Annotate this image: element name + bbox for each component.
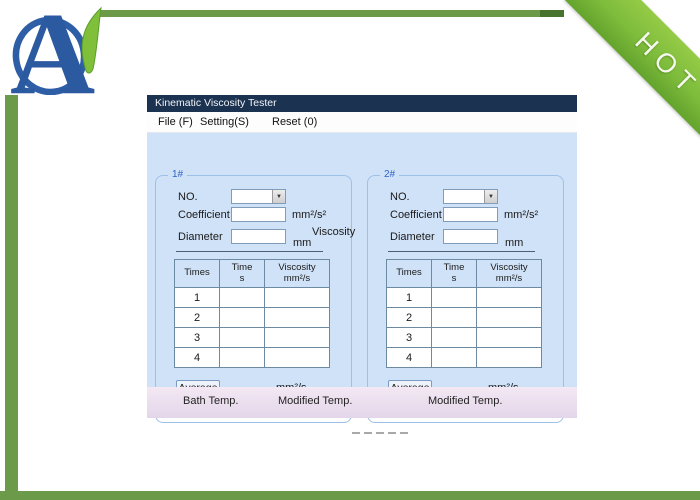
hot-ribbon: HOT: [564, 0, 700, 163]
top-accent-bar: [100, 10, 558, 17]
diameter-input-1[interactable]: [231, 229, 286, 244]
diameter-unit-2: mm: [505, 237, 524, 249]
cell-times: 2: [174, 307, 220, 328]
table-row: 2: [174, 307, 330, 328]
cell-time-s: [431, 327, 477, 348]
app-window: Kinematic Viscosity Tester File (F) Sett…: [147, 95, 577, 423]
menu-setting[interactable]: Setting(S): [200, 116, 249, 128]
panel-1: 1# NO. ▼ Coefficient mm²/s² Diameter mm …: [155, 169, 356, 423]
diameter-input-2[interactable]: [443, 229, 498, 244]
cell-viscosity: [476, 287, 542, 308]
temperature-footer-strip: Bath Temp. Modified Temp. Modified Temp.: [147, 387, 577, 418]
modified-temp-label-2: Modified Temp.: [428, 395, 503, 407]
menu-file[interactable]: File (F): [158, 116, 193, 128]
diameter-label-1: Diameter: [178, 231, 223, 243]
cell-viscosity: [476, 327, 542, 348]
cell-times: 4: [174, 347, 220, 368]
panel-2: 2# NO. ▼ Coefficient mm²/s² Diameter mm …: [367, 169, 564, 423]
menu-bar: File (F) Setting(S) Reset (0): [147, 112, 577, 133]
left-accent-bar: [5, 95, 18, 500]
coefficient-label-2: Coefficient: [390, 209, 442, 221]
separator-line-2: [388, 251, 535, 252]
client-area: 1# NO. ▼ Coefficient mm²/s² Diameter mm …: [147, 133, 577, 423]
cell-viscosity: [476, 307, 542, 328]
cell-time-s: [431, 347, 477, 368]
cell-times: 4: [386, 347, 432, 368]
cell-viscosity: [264, 287, 330, 308]
cell-times: 1: [386, 287, 432, 308]
cell-viscosity: [264, 327, 330, 348]
table-row: 2: [386, 307, 542, 328]
cell-time-s: [431, 287, 477, 308]
coefficient-unit-1: mm²/s²: [292, 209, 327, 221]
cell-times: 3: [174, 327, 220, 348]
cell-time-s: [219, 327, 265, 348]
diameter-label-2: Diameter: [390, 231, 435, 243]
cell-time-s: [219, 347, 265, 368]
coefficient-unit-2: mm²/s²: [504, 209, 539, 221]
table-row: 3: [386, 327, 542, 348]
table-row: 1: [386, 287, 542, 308]
no-label-2: NO.: [390, 191, 410, 203]
cell-viscosity: [264, 347, 330, 368]
logo-leaf-swoosh: [81, 6, 102, 74]
brand-logo: A: [10, 0, 105, 119]
hot-ribbon-label: HOT: [629, 25, 700, 103]
panel-1-group-label: 1#: [168, 169, 188, 180]
no-combobox-2[interactable]: ▼: [443, 189, 498, 204]
bottom-accent-bar: [0, 491, 700, 500]
header-times: Times: [386, 259, 432, 288]
coefficient-label-1: Coefficient: [178, 209, 230, 221]
modified-temp-label-1: Modified Temp.: [278, 395, 353, 407]
window-titlebar: Kinematic Viscosity Tester: [147, 95, 577, 112]
coefficient-input-2[interactable]: [443, 207, 498, 222]
cell-viscosity: [476, 347, 542, 368]
cell-times: 3: [386, 327, 432, 348]
cell-times: 1: [174, 287, 220, 308]
panel-2-group-label: 2#: [380, 169, 400, 180]
chevron-down-icon[interactable]: ▼: [484, 190, 497, 203]
table-row: 4: [386, 347, 542, 368]
table-row: 3: [174, 327, 330, 348]
cell-time-s: [219, 307, 265, 328]
chevron-down-icon[interactable]: ▼: [272, 190, 285, 203]
diameter-unit-1: mm: [293, 237, 312, 249]
no-combobox-field-2: [444, 190, 484, 203]
header-times: Times: [174, 259, 220, 288]
no-combobox-field-1: [232, 190, 272, 203]
table-row: 1: [174, 287, 330, 308]
no-label-1: NO.: [178, 191, 198, 203]
cell-times: 2: [386, 307, 432, 328]
table-row: 4: [174, 347, 330, 368]
bath-temp-label: Bath Temp.: [183, 395, 239, 407]
cell-viscosity: [264, 307, 330, 328]
dash-indicator: [352, 421, 412, 439]
ribbon-fold: [540, 10, 564, 17]
viscosity-label-1: Viscosity: [312, 226, 356, 238]
window-title: Kinematic Viscosity Tester: [155, 97, 277, 109]
menu-reset[interactable]: Reset (0): [272, 116, 318, 128]
coefficient-input-1[interactable]: [231, 207, 286, 222]
cell-time-s: [431, 307, 477, 328]
no-combobox-1[interactable]: ▼: [231, 189, 286, 204]
cell-time-s: [219, 287, 265, 308]
separator-line-1: [176, 251, 323, 252]
logo-graphic: A: [10, 0, 102, 119]
